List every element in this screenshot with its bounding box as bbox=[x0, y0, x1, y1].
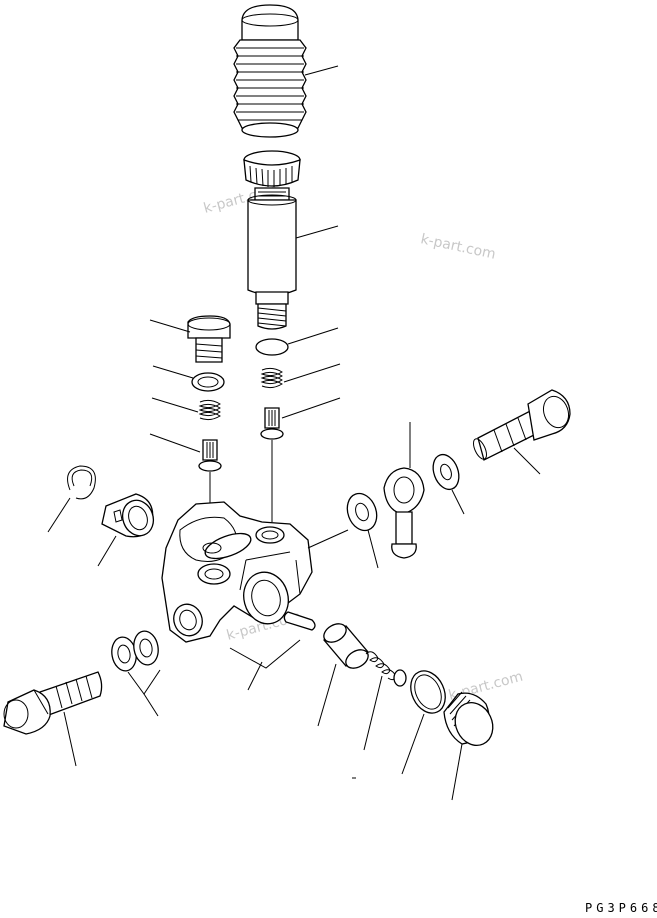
leader-line bbox=[513, 447, 541, 475]
leader-line bbox=[363, 675, 383, 751]
leader-line bbox=[247, 661, 263, 691]
leader-line bbox=[287, 327, 339, 345]
leader-line bbox=[152, 365, 194, 379]
leader-line bbox=[97, 535, 117, 567]
leader-line bbox=[401, 713, 425, 775]
washer bbox=[191, 372, 225, 392]
spring bbox=[198, 399, 221, 421]
o-ring bbox=[255, 338, 289, 356]
pump-body bbox=[161, 501, 313, 643]
o-ring bbox=[410, 670, 446, 714]
washer bbox=[346, 492, 378, 532]
leader-line bbox=[151, 397, 199, 413]
leader-line bbox=[451, 743, 463, 801]
leader-line bbox=[127, 669, 161, 695]
banjo-bolt bbox=[473, 389, 571, 461]
eye-bolt bbox=[3, 671, 103, 735]
priming-pump bbox=[243, 150, 301, 330]
dowel-pin bbox=[283, 611, 316, 631]
leader-line bbox=[281, 397, 341, 419]
leader-line bbox=[63, 711, 77, 767]
leader-line bbox=[149, 433, 201, 453]
sleeve bbox=[101, 493, 155, 538]
spring bbox=[260, 367, 283, 389]
leader-line bbox=[143, 693, 159, 717]
leader-line bbox=[229, 639, 301, 669]
cap-plug bbox=[443, 691, 494, 746]
check-valve bbox=[260, 407, 284, 440]
spring bbox=[365, 651, 407, 687]
drawing-code: PG3P668 bbox=[585, 901, 657, 915]
washer bbox=[432, 453, 460, 491]
watermark: k-part.com bbox=[419, 231, 497, 263]
leader-line bbox=[149, 319, 191, 333]
leader-line bbox=[451, 489, 465, 515]
leader-line bbox=[307, 529, 349, 549]
rubber-boot bbox=[233, 4, 307, 138]
banjo-fitting bbox=[383, 467, 425, 559]
leader-line bbox=[295, 225, 339, 239]
leader-line bbox=[47, 497, 71, 533]
leader-line bbox=[367, 529, 379, 569]
leader-line bbox=[283, 363, 341, 383]
leader-line bbox=[304, 65, 339, 76]
piston bbox=[323, 623, 369, 669]
snap-ring bbox=[67, 465, 96, 500]
check-valve bbox=[198, 439, 222, 472]
plug bbox=[187, 315, 231, 363]
washer-pair bbox=[111, 630, 159, 672]
leader-line bbox=[317, 663, 337, 727]
